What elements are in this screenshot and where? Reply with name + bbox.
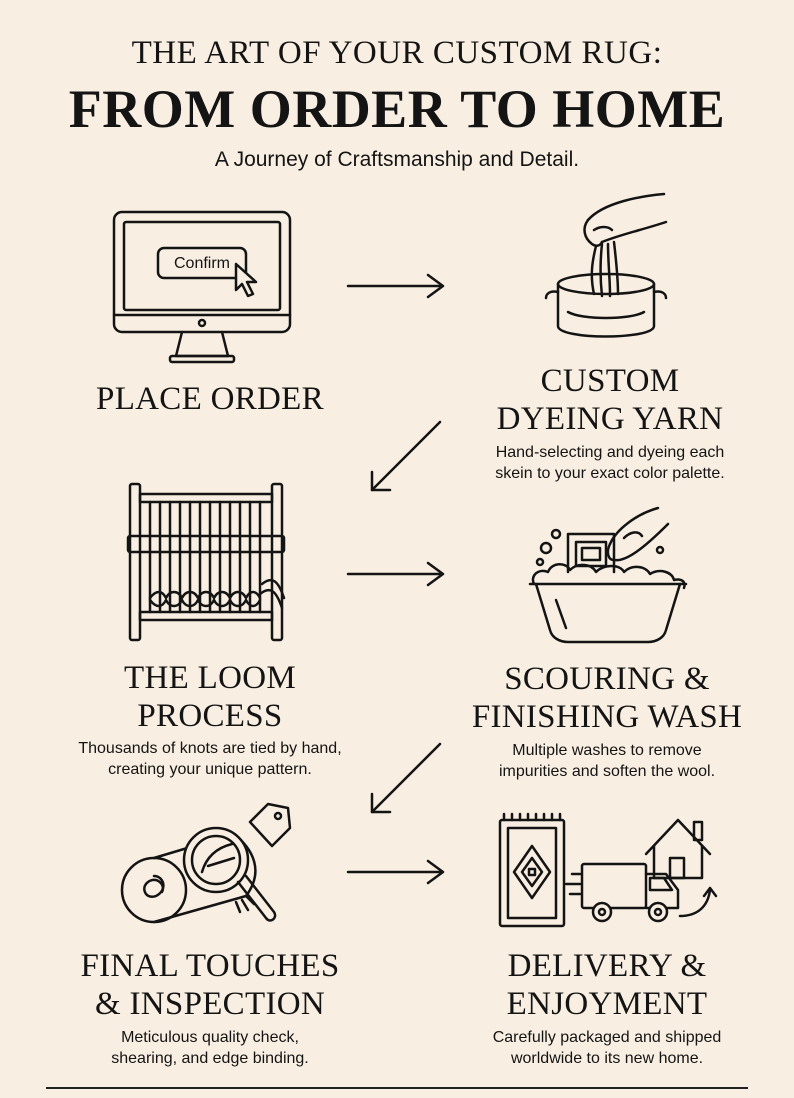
delivery-icon	[496, 812, 718, 932]
arrow-right-1	[346, 272, 446, 300]
confirm-screen-label: Confirm	[173, 255, 230, 272]
arrow-right-3	[346, 858, 446, 886]
step-desc-scouring-finishing-wash: Multiple washes to remove impurities and…	[498, 742, 716, 780]
step-desc-loom-process: Thousands of knots are tied by hand, cre…	[78, 740, 342, 778]
wash-basin-icon	[526, 500, 690, 646]
subtitle: A Journey of Craftsmanship and Detail.	[214, 148, 580, 171]
computer-monitor-icon	[112, 210, 292, 365]
step-label-place-order: PLACE ORDER	[96, 381, 324, 417]
step-desc-delivery-enjoyment: Carefully packaged and shipped worldwide…	[492, 1029, 722, 1067]
page-title: FROM ORDER TO HOME	[68, 79, 726, 139]
step-desc-final-touches-inspection: Meticulous quality check, shearing, and …	[111, 1029, 309, 1067]
step-desc-custom-dyeing-yarn: Hand-selecting and dyeing each skein to …	[495, 444, 725, 482]
arrow-right-2	[346, 560, 446, 588]
inspection-icon	[116, 800, 292, 934]
step-label-delivery-enjoyment: DELIVERY & ENJOYMENT	[506, 948, 708, 1022]
loom-icon	[126, 480, 286, 642]
title-line-1: THE ART OF YOUR CUSTOM RUG:	[131, 35, 663, 71]
step-label-scouring-finishing-wash: SCOURING & FINISHING WASH	[471, 661, 743, 735]
bottom-divider	[46, 1087, 748, 1089]
arrow-down-left-2	[368, 742, 444, 816]
step-label-custom-dyeing-yarn: CUSTOM DYEING YARN	[496, 363, 724, 437]
arrow-down-left-1	[368, 420, 444, 494]
step-label-loom-process: THE LOOM PROCESS	[124, 660, 296, 734]
dye-pot-icon	[542, 190, 670, 350]
step-label-final-touches-inspection: FINAL TOUCHES & INSPECTION	[80, 948, 340, 1022]
